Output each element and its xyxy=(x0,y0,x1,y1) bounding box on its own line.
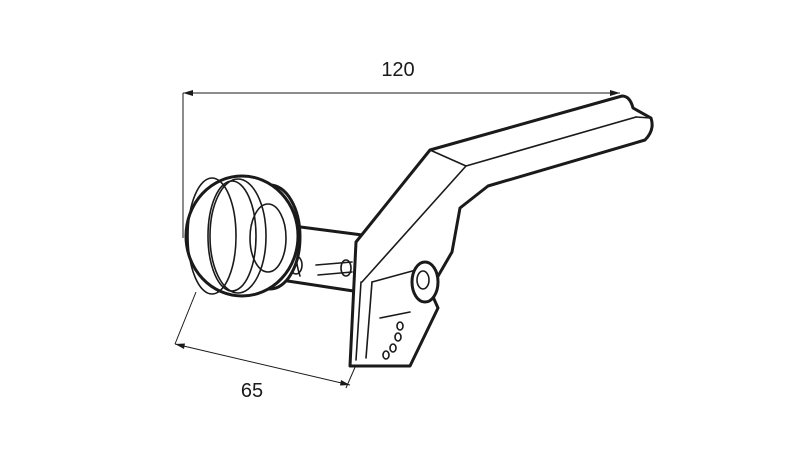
lever-arm xyxy=(348,94,654,368)
rose-lever-label: 65 xyxy=(241,380,263,402)
rose-lever-dimension-line xyxy=(174,343,351,386)
rose xyxy=(184,174,302,298)
overall-length-dimension: 120 xyxy=(182,59,620,238)
rose-lever-dimension: 65 xyxy=(174,291,357,402)
overall-length-arrow-left xyxy=(183,90,193,96)
rose-lever-arrow-left xyxy=(175,343,185,349)
rose-lever-arrow-right xyxy=(340,380,350,386)
overall-length-arrow-right xyxy=(610,90,620,96)
overall-length-label: 120 xyxy=(381,59,414,81)
rose-lever-extension-line-left xyxy=(174,291,197,345)
handle-illustration xyxy=(184,94,654,368)
set-screw xyxy=(410,260,440,304)
